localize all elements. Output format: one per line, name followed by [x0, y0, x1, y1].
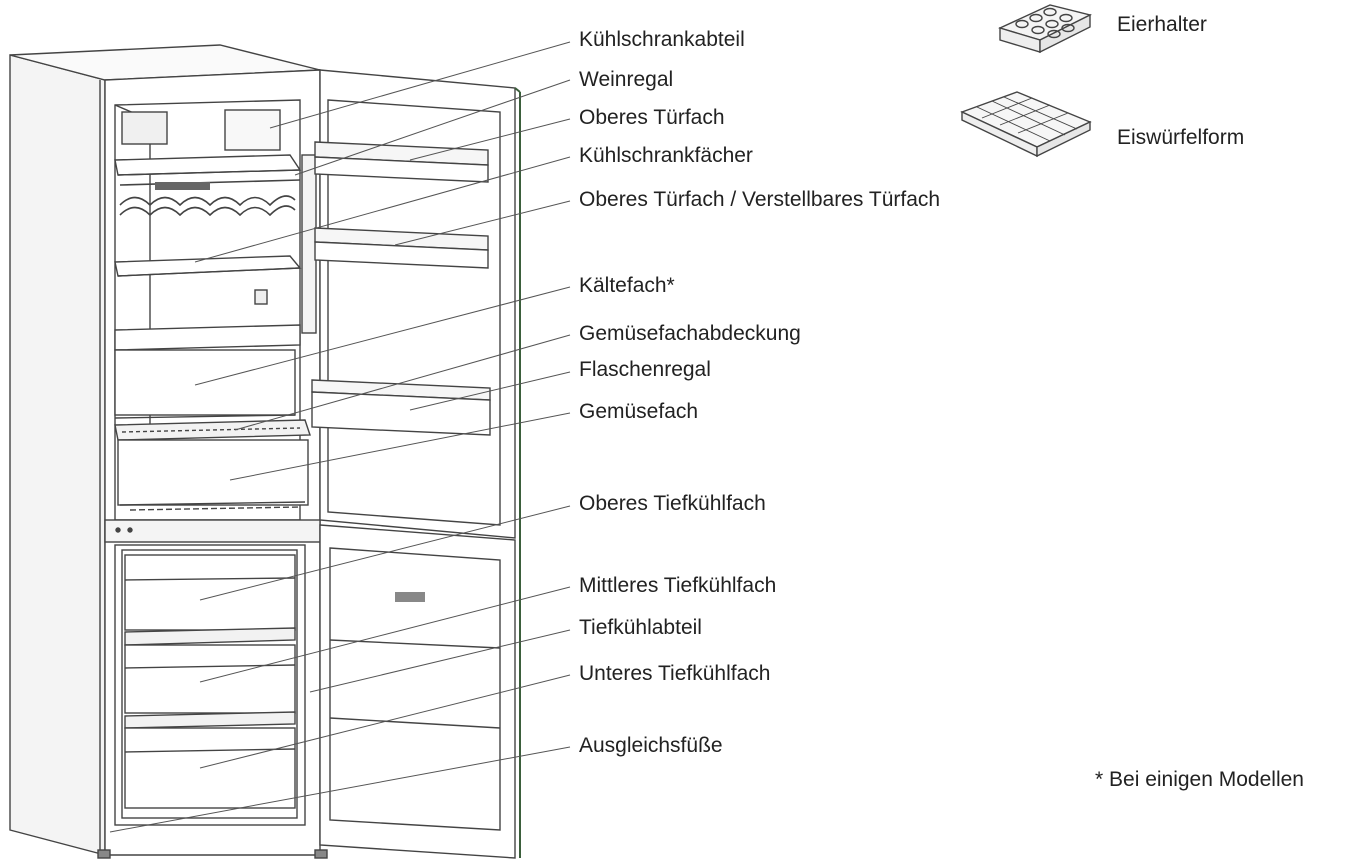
leader-line-13 [109, 746, 571, 833]
egg-holder-icon [998, 4, 1093, 54]
footnote: * Bei einigen Modellen [1095, 768, 1304, 791]
leader-line-12 [199, 674, 571, 769]
crisper-drawer [117, 439, 309, 511]
label-kaeltefach: Kältefach* [579, 274, 675, 297]
label-gemuesefachabdeckung: Gemüsefachabdeckung [579, 322, 801, 345]
leader-line-7 [409, 371, 571, 411]
leader-line-2 [409, 118, 571, 161]
label-weinregal: Weinregal [579, 68, 674, 91]
crisper-cover [114, 419, 311, 441]
bottle-shelf [311, 379, 491, 436]
leader-line-4 [394, 200, 571, 246]
leader-line-3 [194, 156, 571, 263]
fridge-shelf-upper [114, 154, 302, 176]
label-verstellbares-tuerfach: Oberes Türfach / Verstellbares Türfach [579, 188, 941, 211]
leader-line-8 [229, 412, 571, 481]
label-tiefkuehlabteil: Tiefkühlabteil [579, 616, 702, 639]
label-oberes-tuerfach: Oberes Türfach [579, 106, 725, 129]
leader-line-6 [234, 334, 571, 431]
label-oberes-tiefkuehlfach: Oberes Tiefkühlfach [579, 492, 766, 515]
label-gemuesefach: Gemüsefach [579, 400, 699, 423]
label-ausgleichsfuesse: Ausgleichsfüße [579, 734, 723, 757]
freezer-drawer-middle [124, 627, 296, 714]
accessory-label-eierhalter: Eierhalter [1117, 13, 1207, 36]
levelling-feet [97, 849, 328, 859]
door-shelf-top [314, 141, 489, 183]
leader-line-1 [294, 79, 571, 176]
label-kuehlschrankfaecher: Kühlschrankfächer [579, 144, 753, 167]
wine-rack [119, 179, 301, 217]
door-shelf-adjustable [314, 227, 489, 269]
fridge-shelf-lower [114, 255, 302, 305]
accessory-label-eiswuerfelform: Eiswürfelform [1117, 126, 1245, 149]
freezer-drawer-bottom [124, 711, 296, 809]
divider [104, 519, 321, 543]
leader-line-10 [199, 586, 571, 683]
label-kuehlschrankabteil: Kühlschrankabteil [579, 28, 745, 51]
leader-line-9 [199, 505, 571, 601]
leader-line-5 [194, 286, 571, 386]
ice-tray-icon [960, 91, 1092, 158]
leader-line-0 [269, 41, 571, 129]
leader-line-11 [309, 629, 571, 693]
freezer-drawer-top [124, 554, 296, 631]
label-unteres-tiefkuehlfach: Unteres Tiefkühlfach [579, 662, 771, 685]
leader-lines [109, 41, 571, 833]
label-flaschenregal: Flaschenregal [579, 358, 711, 381]
label-mittleres-tiefkuehlfach: Mittleres Tiefkühlfach [579, 574, 777, 597]
lower-door [319, 524, 521, 859]
chiller-drawer [114, 324, 301, 419]
